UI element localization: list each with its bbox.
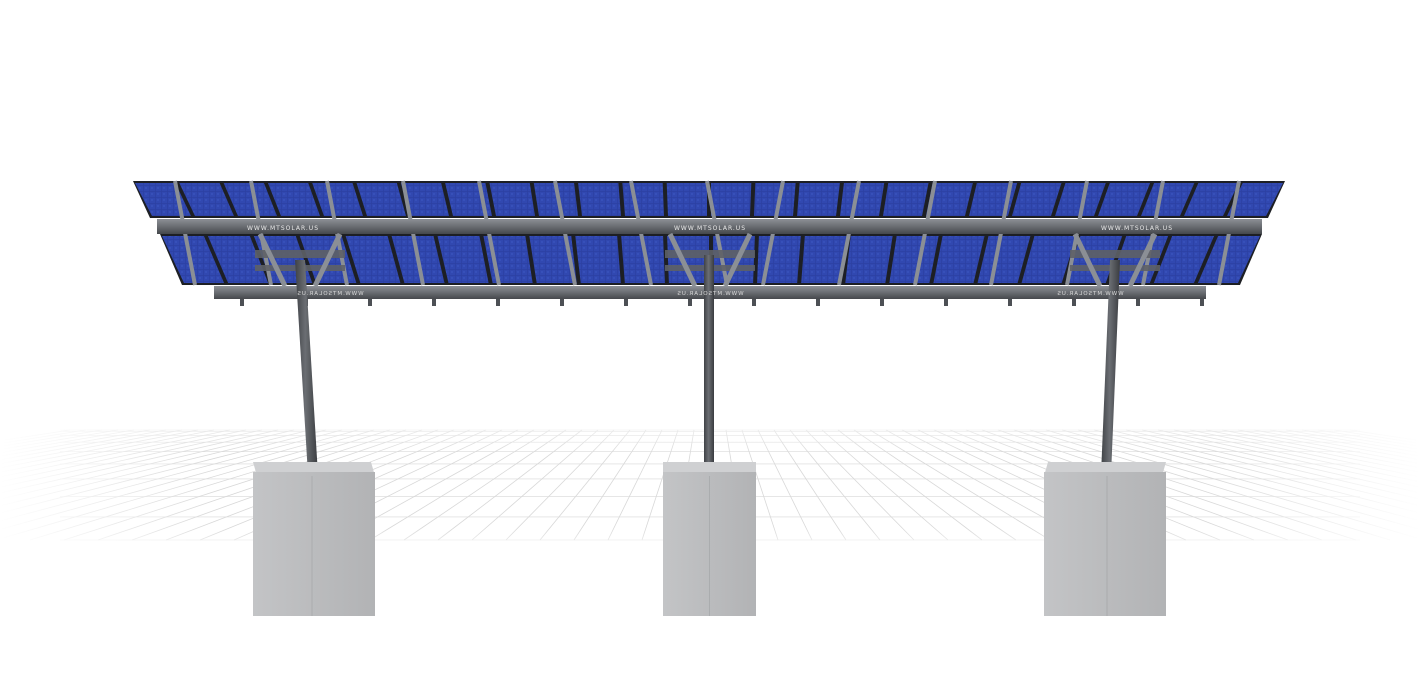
panel-clip bbox=[752, 299, 756, 306]
solar-panel bbox=[933, 236, 985, 283]
solar-panel bbox=[977, 236, 1031, 283]
beam-label-front-left: WWW.MTSOLAR.US bbox=[247, 225, 319, 232]
cross-bracket bbox=[1070, 250, 1160, 258]
panel-clip bbox=[1200, 299, 1204, 306]
solar-panel bbox=[754, 183, 796, 216]
solar-panel bbox=[711, 183, 752, 216]
solar-panel bbox=[889, 236, 939, 283]
solar-panel bbox=[1021, 236, 1077, 283]
solar-panel bbox=[797, 183, 840, 216]
solar-panel bbox=[926, 183, 973, 216]
beam-label-rear-left: WWW.MTSOLAR.US bbox=[296, 291, 363, 297]
solar-panel bbox=[223, 183, 277, 216]
solar-panel bbox=[578, 183, 621, 216]
panel-clip bbox=[944, 299, 948, 306]
support-beams bbox=[157, 219, 1262, 306]
footing-face bbox=[253, 472, 375, 616]
solar-panel bbox=[267, 183, 320, 216]
footing-face bbox=[1044, 472, 1166, 616]
beam-label-rear-right: WWW.MTSOLAR.US bbox=[1056, 291, 1123, 297]
solar-panel bbox=[883, 183, 929, 216]
beam-label-rear-center: WWW.MTSOLAR.US bbox=[676, 291, 743, 297]
diagonal-brace bbox=[312, 232, 343, 288]
panel-clip bbox=[816, 299, 820, 306]
solar-panel bbox=[1153, 236, 1215, 283]
footing-right bbox=[1044, 462, 1166, 616]
solar-panel bbox=[575, 236, 621, 283]
support-posts bbox=[295, 255, 1120, 475]
panel-clip bbox=[1072, 299, 1076, 306]
solar-panel bbox=[1055, 183, 1106, 216]
solar-panel bbox=[400, 183, 449, 216]
diagonal-brace bbox=[1127, 232, 1158, 288]
panel-clip bbox=[688, 299, 692, 306]
panel-clip bbox=[432, 299, 436, 306]
diagonal-brace bbox=[667, 232, 698, 288]
solar-panel-array bbox=[133, 180, 1285, 286]
panel-clip bbox=[1136, 299, 1140, 306]
cross-bracket bbox=[665, 250, 755, 258]
concrete-footings bbox=[253, 462, 1166, 616]
cross-bracket bbox=[255, 250, 345, 258]
front-beam bbox=[157, 219, 1262, 234]
solar-panel bbox=[1184, 183, 1239, 216]
panel-clip bbox=[496, 299, 500, 306]
solar-panel bbox=[622, 183, 664, 216]
solar-panel bbox=[1141, 183, 1195, 216]
solar-panel bbox=[1109, 236, 1169, 283]
solar-panel bbox=[345, 236, 401, 283]
panel-clip bbox=[560, 299, 564, 306]
solar-panel bbox=[437, 236, 489, 283]
solar-panel bbox=[207, 236, 269, 283]
diagonal-brace bbox=[1072, 232, 1103, 288]
solar-panel bbox=[1098, 183, 1151, 216]
panel-clip bbox=[368, 299, 372, 306]
panel-clip bbox=[1008, 299, 1012, 306]
solar-panel bbox=[1227, 183, 1283, 216]
footing-left bbox=[253, 462, 375, 616]
solar-panel bbox=[757, 236, 801, 283]
solar-panel bbox=[162, 236, 225, 283]
support-post bbox=[295, 260, 318, 475]
panel-clip bbox=[880, 299, 884, 306]
support-post bbox=[1101, 260, 1120, 475]
diagonal-brace bbox=[722, 232, 753, 288]
solar-panel bbox=[801, 236, 847, 283]
panel-clip bbox=[240, 299, 244, 306]
solar-panel bbox=[356, 183, 406, 216]
support-post bbox=[704, 255, 714, 475]
solar-panel bbox=[489, 183, 535, 216]
beam-label-front-center: WWW.MTSOLAR.US bbox=[674, 225, 746, 232]
solar-panel bbox=[529, 236, 577, 283]
solar-panel bbox=[840, 183, 885, 216]
solar-panel bbox=[621, 236, 665, 283]
panel-clip bbox=[624, 299, 628, 306]
solar-panel bbox=[179, 183, 234, 216]
solar-panel bbox=[1012, 183, 1062, 216]
footing-center bbox=[663, 462, 756, 616]
solar-panel bbox=[845, 236, 893, 283]
solar-panel bbox=[1197, 236, 1260, 283]
solar-panel bbox=[312, 183, 363, 216]
diagonal-brace bbox=[257, 232, 288, 288]
beam-labels: WWW.MTSOLAR.US WWW.MTSOLAR.US WWW.MTSOLA… bbox=[247, 225, 1173, 297]
solar-panel bbox=[666, 183, 707, 216]
solar-panel bbox=[533, 183, 578, 216]
beam-label-front-right: WWW.MTSOLAR.US bbox=[1101, 225, 1173, 232]
